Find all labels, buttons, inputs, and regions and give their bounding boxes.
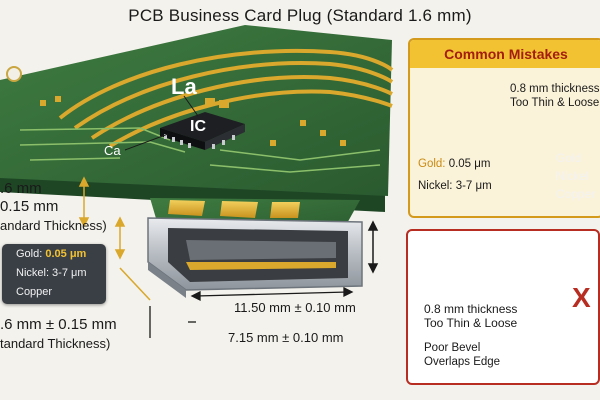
bad-thin-line2: Too Thin & Loose	[424, 316, 518, 330]
coil-traces	[58, 48, 394, 148]
thickness-cut-value: .6 mm	[0, 180, 42, 197]
plating-copper: Copper	[16, 286, 53, 298]
signal-traces	[19, 127, 381, 173]
bad-fit-panel	[406, 229, 600, 385]
bad-bevel-line1: Poor Bevel	[424, 342, 481, 354]
thickness-cut-tolerance: 0.15 mm	[0, 198, 59, 215]
mistakes-nickel-line: Nickel: 3-7 μm	[418, 180, 492, 192]
mistakes-heading: Common Mistakes	[410, 40, 600, 68]
width-inner-label: 11.50 mm ± 0.10 mm	[234, 300, 356, 315]
leader-lines	[124, 95, 199, 151]
width-outer-label: 7.15 mm ± 0.10 mm	[228, 330, 344, 345]
legend-gold: Gold	[556, 151, 582, 165]
mistakes-gold-value: 0.05 μm	[448, 158, 491, 170]
common-mistakes-panel: Common Mistakes	[408, 38, 600, 218]
label-la: La	[171, 74, 197, 99]
gold-fingers	[168, 200, 300, 218]
plating-gold-name: Gold:	[16, 248, 46, 260]
page-title: PCB Business Card Plug (Standard 1.6 mm)	[128, 6, 472, 25]
width-dimensions	[149, 286, 354, 338]
mistakes-thin-line1: 0.8 mm thickness	[510, 83, 600, 95]
legend-copper: Copper	[556, 187, 596, 201]
mistakes-gold-name: Gold:	[418, 158, 449, 170]
bad-thin-line1: 0.8 mm thickness	[424, 302, 518, 316]
usb-receptacle	[147, 217, 363, 298]
bad-bevel-line2: Overlaps Edge	[424, 356, 501, 368]
ic-chip	[160, 112, 245, 150]
plating-gold-row: Gold: 0.05 μm	[2, 246, 106, 264]
bad-x-mark: X	[572, 282, 591, 313]
plating-nickel: Nickel: 3-7 μm	[16, 267, 87, 279]
thickness-bottom: .6 mm ± 0.15 mm	[0, 316, 117, 333]
plating-nickel-row: Nickel: 3-7 μm	[2, 265, 106, 283]
height-dimension	[367, 220, 379, 274]
legend-nickel: Nickel	[556, 169, 589, 183]
solder-pads	[40, 96, 346, 146]
mistakes-gold-line: Gold: 0.05 μm	[418, 158, 490, 170]
thickness-dimension-lines	[78, 176, 151, 301]
mounting-hole	[6, 66, 22, 82]
thickness-bottom-note: tandard Thickness)	[0, 336, 111, 351]
thickness-cut-note: andard Thickness)	[0, 218, 107, 233]
plating-copper-row: Copper	[2, 284, 106, 302]
label-ca: Ca	[104, 143, 121, 158]
chip-label: IC	[190, 118, 206, 135]
mistakes-thin-line2: Too Thin & Loose	[510, 97, 600, 109]
plating-layers-callout: Gold: 0.05 μm Nickel: 3-7 μm Copper	[2, 244, 106, 304]
plating-gold-value: 0.05 μm	[45, 248, 87, 260]
